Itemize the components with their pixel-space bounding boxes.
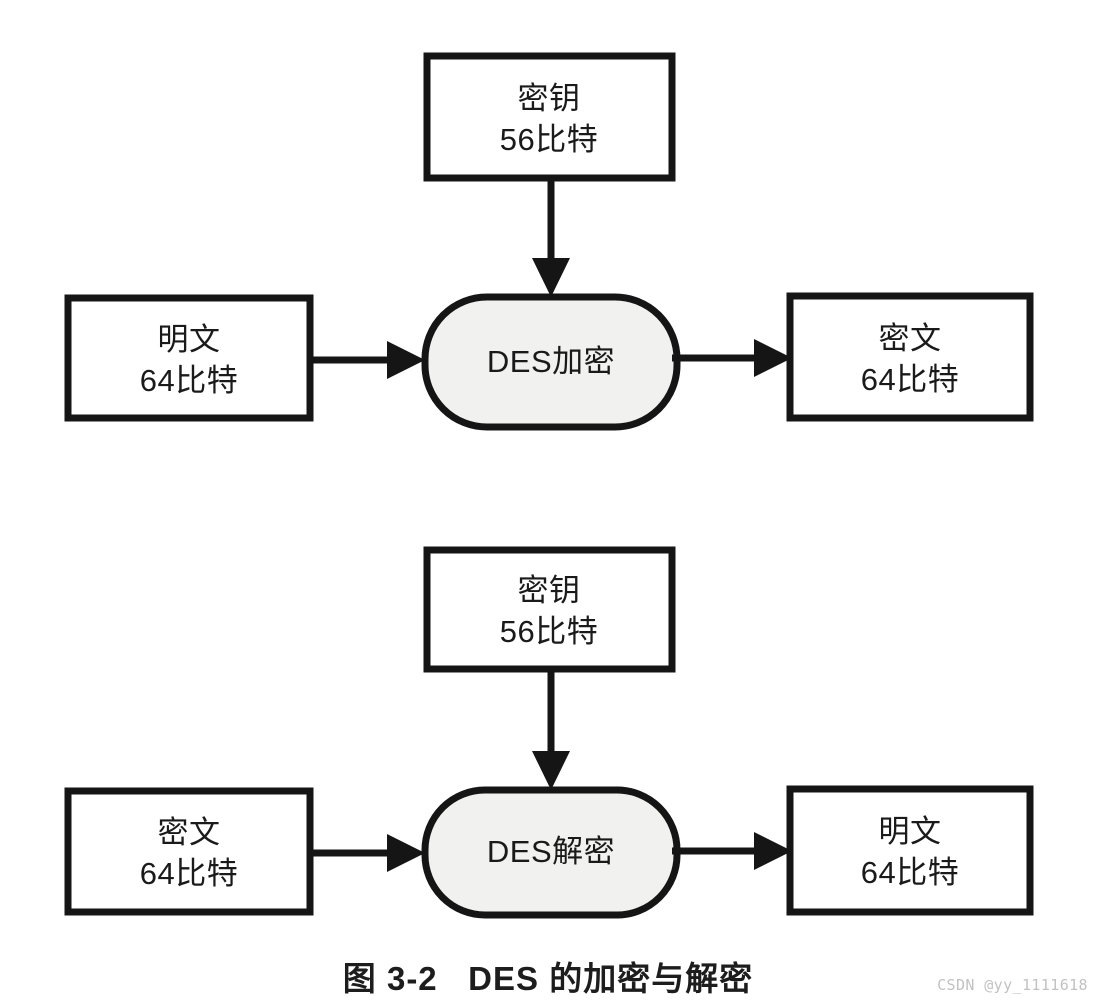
csdn-watermark: CSDN @yy_1111618 — [937, 976, 1088, 994]
decrypt-input-node: 密文 64比特 — [64, 787, 314, 916]
encrypt-output-label-line1: 密文 — [879, 321, 942, 356]
encrypt-output-box — [786, 292, 1034, 422]
encrypt-key-node: 密钥 56比特 — [423, 52, 676, 182]
encrypt-process-label: DES加密 — [487, 344, 615, 379]
decrypt-output-label-line1: 明文 — [879, 814, 942, 849]
encrypt-key-label-line1: 密钥 — [518, 81, 581, 116]
encrypt-process-to-output-arrow — [672, 339, 792, 377]
decrypt-process-label: DES解密 — [487, 834, 615, 869]
encrypt-input-node: 明文 64比特 — [64, 294, 314, 422]
decrypt-process-node: DES解密 — [421, 786, 681, 919]
decrypt-key-label-line2: 56比特 — [500, 614, 598, 649]
encrypt-input-box — [64, 294, 314, 422]
decrypt-input-box — [64, 787, 314, 916]
decrypt-flow-group: 密钥 56比特 密文 64比特 DES解密 — [64, 546, 1034, 919]
encrypt-output-node: 密文 64比特 — [786, 292, 1034, 422]
decrypt-output-box — [786, 785, 1034, 916]
encrypt-input-label-line2: 64比特 — [140, 363, 238, 398]
figure-caption: 图 3-2 DES 的加密与解密 — [342, 960, 754, 997]
decrypt-key-node: 密钥 56比特 — [423, 546, 676, 673]
decrypt-key-arrow-head — [532, 751, 570, 790]
encrypt-process-node: DES加密 — [421, 293, 681, 431]
encrypt-output-arrow-head — [754, 339, 792, 377]
decrypt-input-label-line2: 64比特 — [140, 856, 238, 891]
decrypt-key-to-process-arrow — [532, 669, 570, 790]
encrypt-input-arrow-head — [387, 341, 425, 379]
decrypt-process-to-output-arrow — [672, 832, 792, 870]
encrypt-key-arrow-head — [532, 258, 570, 297]
encrypt-key-box — [423, 52, 676, 182]
decrypt-key-label-line1: 密钥 — [518, 573, 581, 608]
decrypt-output-node: 明文 64比特 — [786, 785, 1034, 916]
decrypt-input-arrow-head — [387, 834, 425, 872]
encrypt-key-label-line2: 56比特 — [500, 122, 598, 157]
decrypt-output-arrow-head — [754, 832, 792, 870]
encrypt-output-label-line2: 64比特 — [861, 362, 959, 397]
encrypt-key-to-process-arrow — [532, 178, 570, 297]
decrypt-input-label-line1: 密文 — [158, 815, 221, 850]
encrypt-input-to-process-arrow — [310, 341, 425, 379]
decrypt-input-to-process-arrow — [310, 834, 425, 872]
decrypt-output-label-line2: 64比特 — [861, 855, 959, 890]
decrypt-key-box — [423, 546, 676, 673]
encrypt-input-label-line1: 明文 — [158, 322, 221, 357]
encrypt-flow-group: 密钥 56比特 明文 64比特 DES加密 — [64, 52, 1034, 431]
encrypt-process-shape — [421, 293, 681, 431]
